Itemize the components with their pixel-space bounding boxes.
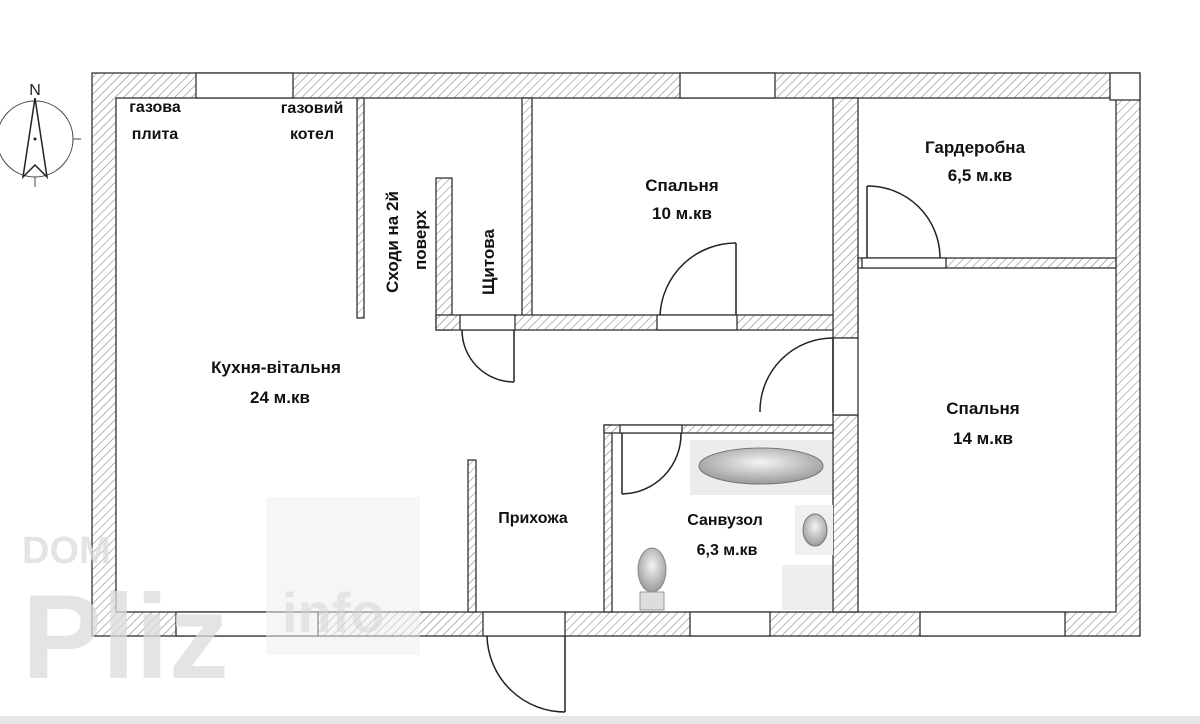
interior-walls <box>356 97 1117 613</box>
gas-stove-label-2: плита <box>132 126 179 143</box>
wardrobe-name: Гардеробна <box>925 138 1026 157</box>
shower-tray <box>782 565 832 610</box>
watermark-logo: DOM Pliz info <box>22 497 420 704</box>
bathtub-icon <box>690 440 832 495</box>
bedroom2-name: Спальня <box>946 399 1019 418</box>
svg-text:DOM: DOM <box>22 530 111 572</box>
panel-room-door <box>461 329 515 383</box>
panel-room-label: Щитова <box>479 228 498 294</box>
svg-text:info: info <box>282 581 385 644</box>
kitchen-area: 24 м.кв <box>250 388 310 407</box>
compass-north-label: N <box>29 82 41 99</box>
svg-text:Pliz: Pliz <box>22 570 229 704</box>
kitchen-name: Кухня-вітальня <box>211 358 341 377</box>
bedroom1-area: 10 м.кв <box>652 204 712 223</box>
wardrobe-door <box>866 185 941 259</box>
bedroom1-name: Спальня <box>645 176 718 195</box>
gas-stove-label: газова <box>129 99 181 116</box>
bathroom-door <box>621 432 682 495</box>
stairs-label: Сходи на 2й <box>383 191 402 293</box>
entrance-door-frame <box>482 611 566 637</box>
wardrobe-area: 6,5 м.кв <box>948 166 1013 185</box>
sink-icon <box>795 505 833 555</box>
doors <box>459 185 947 713</box>
bottom-border <box>0 716 1200 724</box>
compass-icon: N <box>0 82 81 187</box>
toilet-icon <box>637 547 667 611</box>
stairs-label-2: поверх <box>411 209 430 269</box>
bedroom1-door <box>659 242 737 316</box>
bathroom-area: 6,3 м.кв <box>697 542 758 559</box>
bathroom-name: Санвузол <box>687 512 763 529</box>
gas-boiler-label-2: котел <box>290 126 334 143</box>
bedroom2-door <box>759 337 834 413</box>
hallway-name: Прихожа <box>498 510 568 527</box>
entrance-door <box>486 635 566 713</box>
gas-boiler-label: газовий <box>281 100 344 117</box>
bedroom2-area: 14 м.кв <box>953 429 1013 448</box>
